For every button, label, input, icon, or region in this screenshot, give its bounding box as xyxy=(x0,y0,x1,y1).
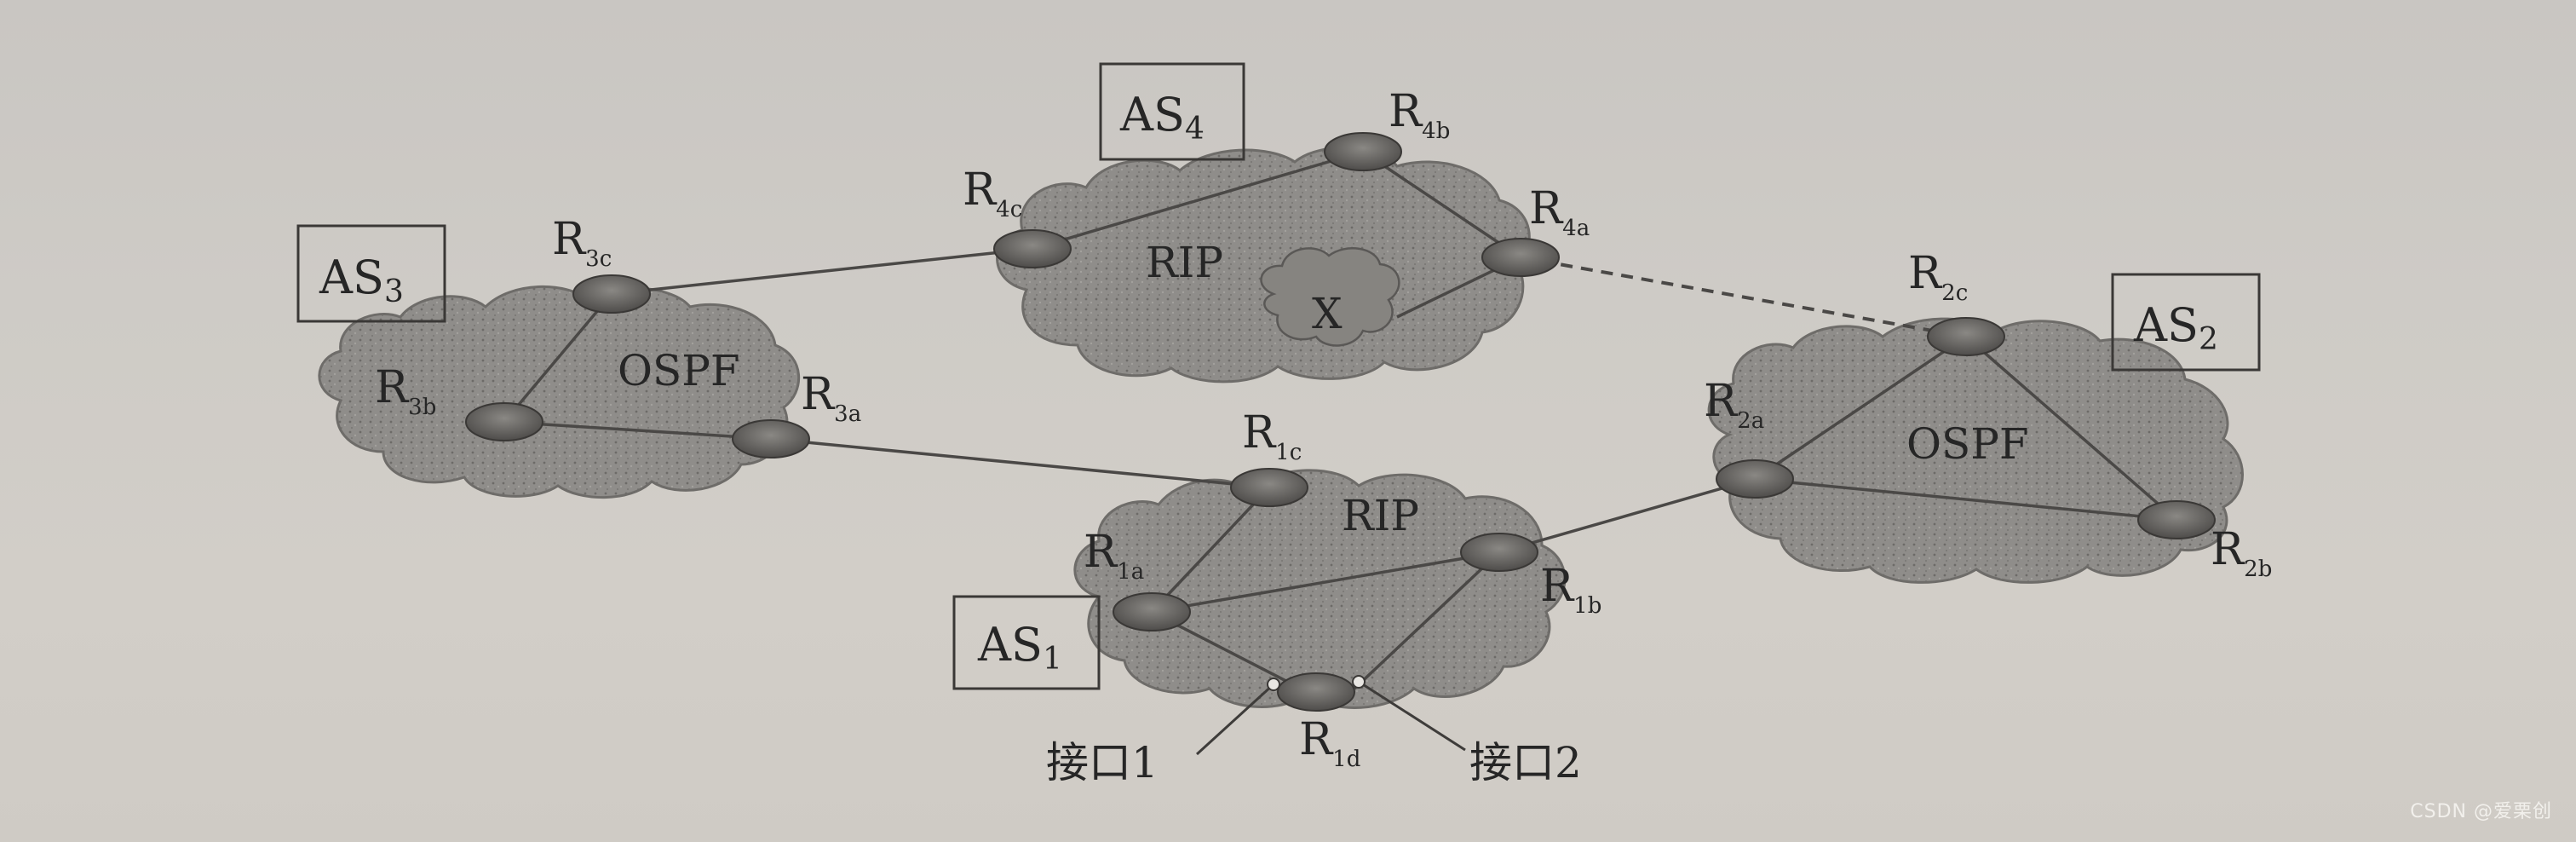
r2c-label: R2c xyxy=(1908,248,1968,306)
r1d-label: R1d xyxy=(1299,714,1360,772)
if1-pointer xyxy=(1195,683,1275,756)
network-x-blob xyxy=(1260,247,1400,347)
as2-protocol-label: OSPF xyxy=(1906,419,2029,469)
router-r1c xyxy=(1230,468,1308,507)
router-r4a xyxy=(1481,238,1560,277)
r1c-label: R1c xyxy=(1242,407,1302,465)
router-r1a xyxy=(1113,592,1191,632)
r3c-label: R3c xyxy=(552,214,612,272)
link-r3a-r1c xyxy=(770,437,1270,489)
cloud-as3 xyxy=(318,285,801,499)
as3-label: AS3 xyxy=(319,251,404,309)
link-r4c-r4b xyxy=(1032,150,1364,251)
link-r3c-r4c xyxy=(611,247,1033,296)
as2-box xyxy=(2111,273,2261,372)
cloud-as1 xyxy=(1073,469,1567,709)
link-r1a-r1c xyxy=(1150,486,1271,614)
router-r2a xyxy=(1716,459,1794,499)
cloud-as4 xyxy=(996,147,1531,384)
router-r2c xyxy=(1927,317,2005,356)
as1-protocol-label: RIP xyxy=(1342,491,1419,540)
r4c-label: R4c xyxy=(963,164,1022,222)
link-r3b-r3a xyxy=(503,420,772,441)
as2-label: AS2 xyxy=(2133,298,2218,357)
router-r1b xyxy=(1460,533,1538,572)
r4b-label: R4b xyxy=(1389,86,1450,144)
r4a-label: R4a xyxy=(1529,183,1590,241)
router-r4b xyxy=(1324,132,1402,171)
as4-protocol-label: RIP xyxy=(1146,238,1223,287)
interface-1-label: 接口1 xyxy=(1046,738,1159,787)
r2b-label: R2b xyxy=(2211,524,2272,582)
as1-label: AS1 xyxy=(977,618,1062,677)
link-r1b-r2a xyxy=(1498,477,1756,554)
as4-box xyxy=(1099,62,1245,161)
link-r4b-r4a xyxy=(1362,150,1521,259)
as3-box xyxy=(296,224,446,323)
r3a-label: R3a xyxy=(801,369,861,427)
if2-pointer xyxy=(1358,680,1466,752)
router-r3a xyxy=(732,419,810,458)
network-x-label: X xyxy=(1312,289,1343,338)
cloud-as2 xyxy=(1707,317,2244,584)
router-r4c xyxy=(993,229,1072,268)
interface-2-label: 接口2 xyxy=(1469,738,1582,787)
routers xyxy=(465,132,2216,712)
as4-label: AS4 xyxy=(1119,88,1205,147)
link-r4a-r2c-dashed xyxy=(1520,256,1967,338)
r1b-label: R1b xyxy=(1540,561,1601,619)
r3b-label: R3b xyxy=(375,362,436,420)
link-r2a-r2b xyxy=(1754,477,2177,522)
router-r3c xyxy=(572,274,651,314)
link-r1a-r1b xyxy=(1151,551,1500,614)
link-r2c-r2b xyxy=(1964,335,2178,522)
links xyxy=(503,150,2178,694)
link-r3c-r3b xyxy=(503,292,613,424)
link-r1b-r1d xyxy=(1353,551,1501,690)
r1a-label: R1a xyxy=(1084,527,1144,585)
as1-box xyxy=(952,595,1101,690)
watermark: CSDN @爱栗创 xyxy=(2410,801,2552,822)
r2a-label: R2a xyxy=(1704,376,1764,434)
link-r2a-r2c xyxy=(1754,335,1967,481)
router-r2b xyxy=(2137,500,2216,539)
if2-dot xyxy=(1352,675,1366,689)
if1-dot xyxy=(1267,678,1280,691)
router-r3b xyxy=(465,402,543,441)
router-r1d xyxy=(1277,672,1355,712)
as3-protocol-label: OSPF xyxy=(618,346,740,395)
